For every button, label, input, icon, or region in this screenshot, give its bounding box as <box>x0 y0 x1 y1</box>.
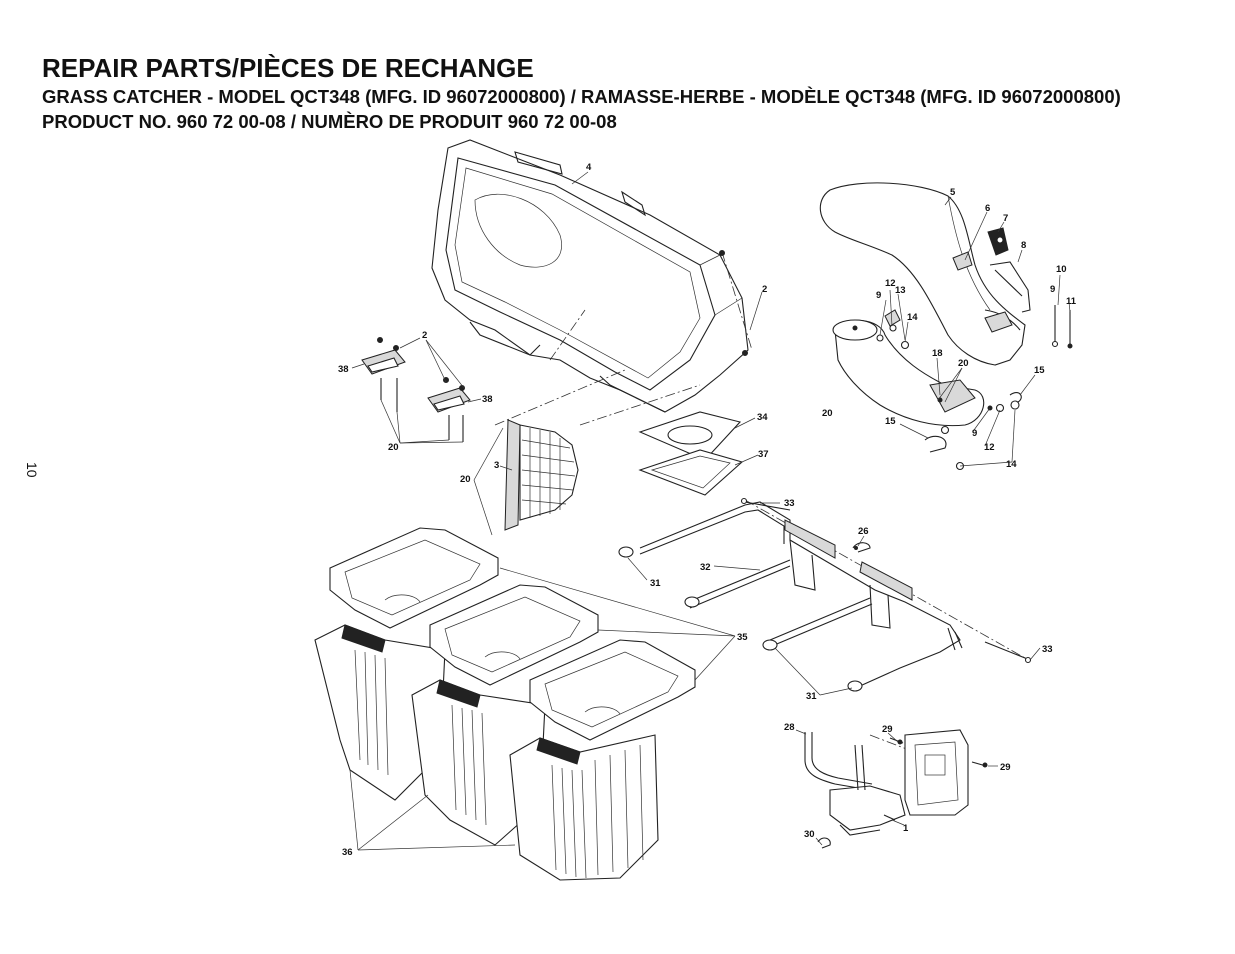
callout-20: 20 <box>460 474 471 485</box>
callout-12: 12 <box>984 442 995 453</box>
page-title: REPAIR PARTS/PIÈCES DE RECHANGE <box>42 53 534 83</box>
gasket-34 <box>638 411 742 461</box>
chute-hardware <box>876 309 1022 471</box>
rivet-hardware <box>719 250 748 356</box>
gasket-37 <box>638 449 744 496</box>
tube-caps <box>618 546 863 692</box>
hinge-bracket-left <box>361 337 406 412</box>
callout-2: 2 <box>422 330 427 341</box>
callout-9: 9 <box>876 290 881 301</box>
bag-frame-2 <box>429 584 599 686</box>
chute-pins <box>1051 305 1073 349</box>
callout-33: 33 <box>784 498 795 509</box>
callout-3: 3 <box>494 460 499 471</box>
page-subtitle: GRASS CATCHER - MODEL QCT348 (MFG. ID 96… <box>42 86 1121 107</box>
callout-29: 29 <box>882 724 893 735</box>
callout-labels: 4 2 2 38 38 20 3 20 34 37 5 6 7 8 10 9 1… <box>338 162 1077 858</box>
callout-36: 36 <box>342 847 353 858</box>
callout-32: 32 <box>700 562 711 573</box>
callout-14: 14 <box>907 312 918 323</box>
bag-1 <box>314 624 446 801</box>
bag-frame-3 <box>529 639 696 741</box>
callout-35: 35 <box>737 632 748 643</box>
callout-20: 20 <box>822 408 833 419</box>
callout-30: 30 <box>804 829 815 840</box>
callout-15: 15 <box>1034 365 1045 376</box>
callout-15: 15 <box>885 416 896 427</box>
callout-38: 38 <box>482 394 493 405</box>
hitch-bracket <box>804 729 988 849</box>
callout-11: 11 <box>1066 296 1077 307</box>
callout-10: 10 <box>1056 264 1067 275</box>
callout-34: 34 <box>757 412 768 423</box>
callout-18: 18 <box>932 348 943 359</box>
bag-3 <box>509 734 659 881</box>
callout-12: 12 <box>885 278 896 289</box>
callout-9: 9 <box>972 428 977 439</box>
callout-37: 37 <box>758 449 769 460</box>
callout-9: 9 <box>1050 284 1055 295</box>
discharge-chute <box>819 182 1031 366</box>
callout-38: 38 <box>338 364 349 375</box>
callout-31: 31 <box>650 578 661 589</box>
callout-5: 5 <box>950 187 956 198</box>
callout-29: 29 <box>1000 762 1011 773</box>
callout-20: 20 <box>958 358 969 369</box>
chute-knob <box>952 227 1009 271</box>
support-frame <box>639 497 1032 687</box>
callout-8: 8 <box>1021 240 1026 251</box>
bag-frame-1 <box>329 527 499 629</box>
callout-31: 31 <box>806 691 817 702</box>
callout-26: 26 <box>858 526 869 537</box>
callout-20: 20 <box>388 442 399 453</box>
hopper-lid <box>431 139 749 413</box>
callout-14: 14 <box>1006 459 1017 470</box>
leader-lines <box>349 171 1071 851</box>
callout-33: 33 <box>1042 644 1053 655</box>
callout-1: 1 <box>903 823 909 834</box>
callout-2: 2 <box>762 284 767 295</box>
callout-28: 28 <box>784 722 795 733</box>
title-block: REPAIR PARTS/PIÈCES DE RECHANGE GRASS CA… <box>42 52 1121 134</box>
callout-13: 13 <box>895 285 906 296</box>
callout-6: 6 <box>985 203 990 214</box>
callout-4: 4 <box>586 162 592 173</box>
callout-7: 7 <box>1003 213 1008 224</box>
hairpin-clip <box>852 542 871 553</box>
screen-mesh <box>504 419 579 531</box>
product-number: PRODUCT NO. 960 72 00-08 / NUMÈRO DE PRO… <box>42 111 617 132</box>
